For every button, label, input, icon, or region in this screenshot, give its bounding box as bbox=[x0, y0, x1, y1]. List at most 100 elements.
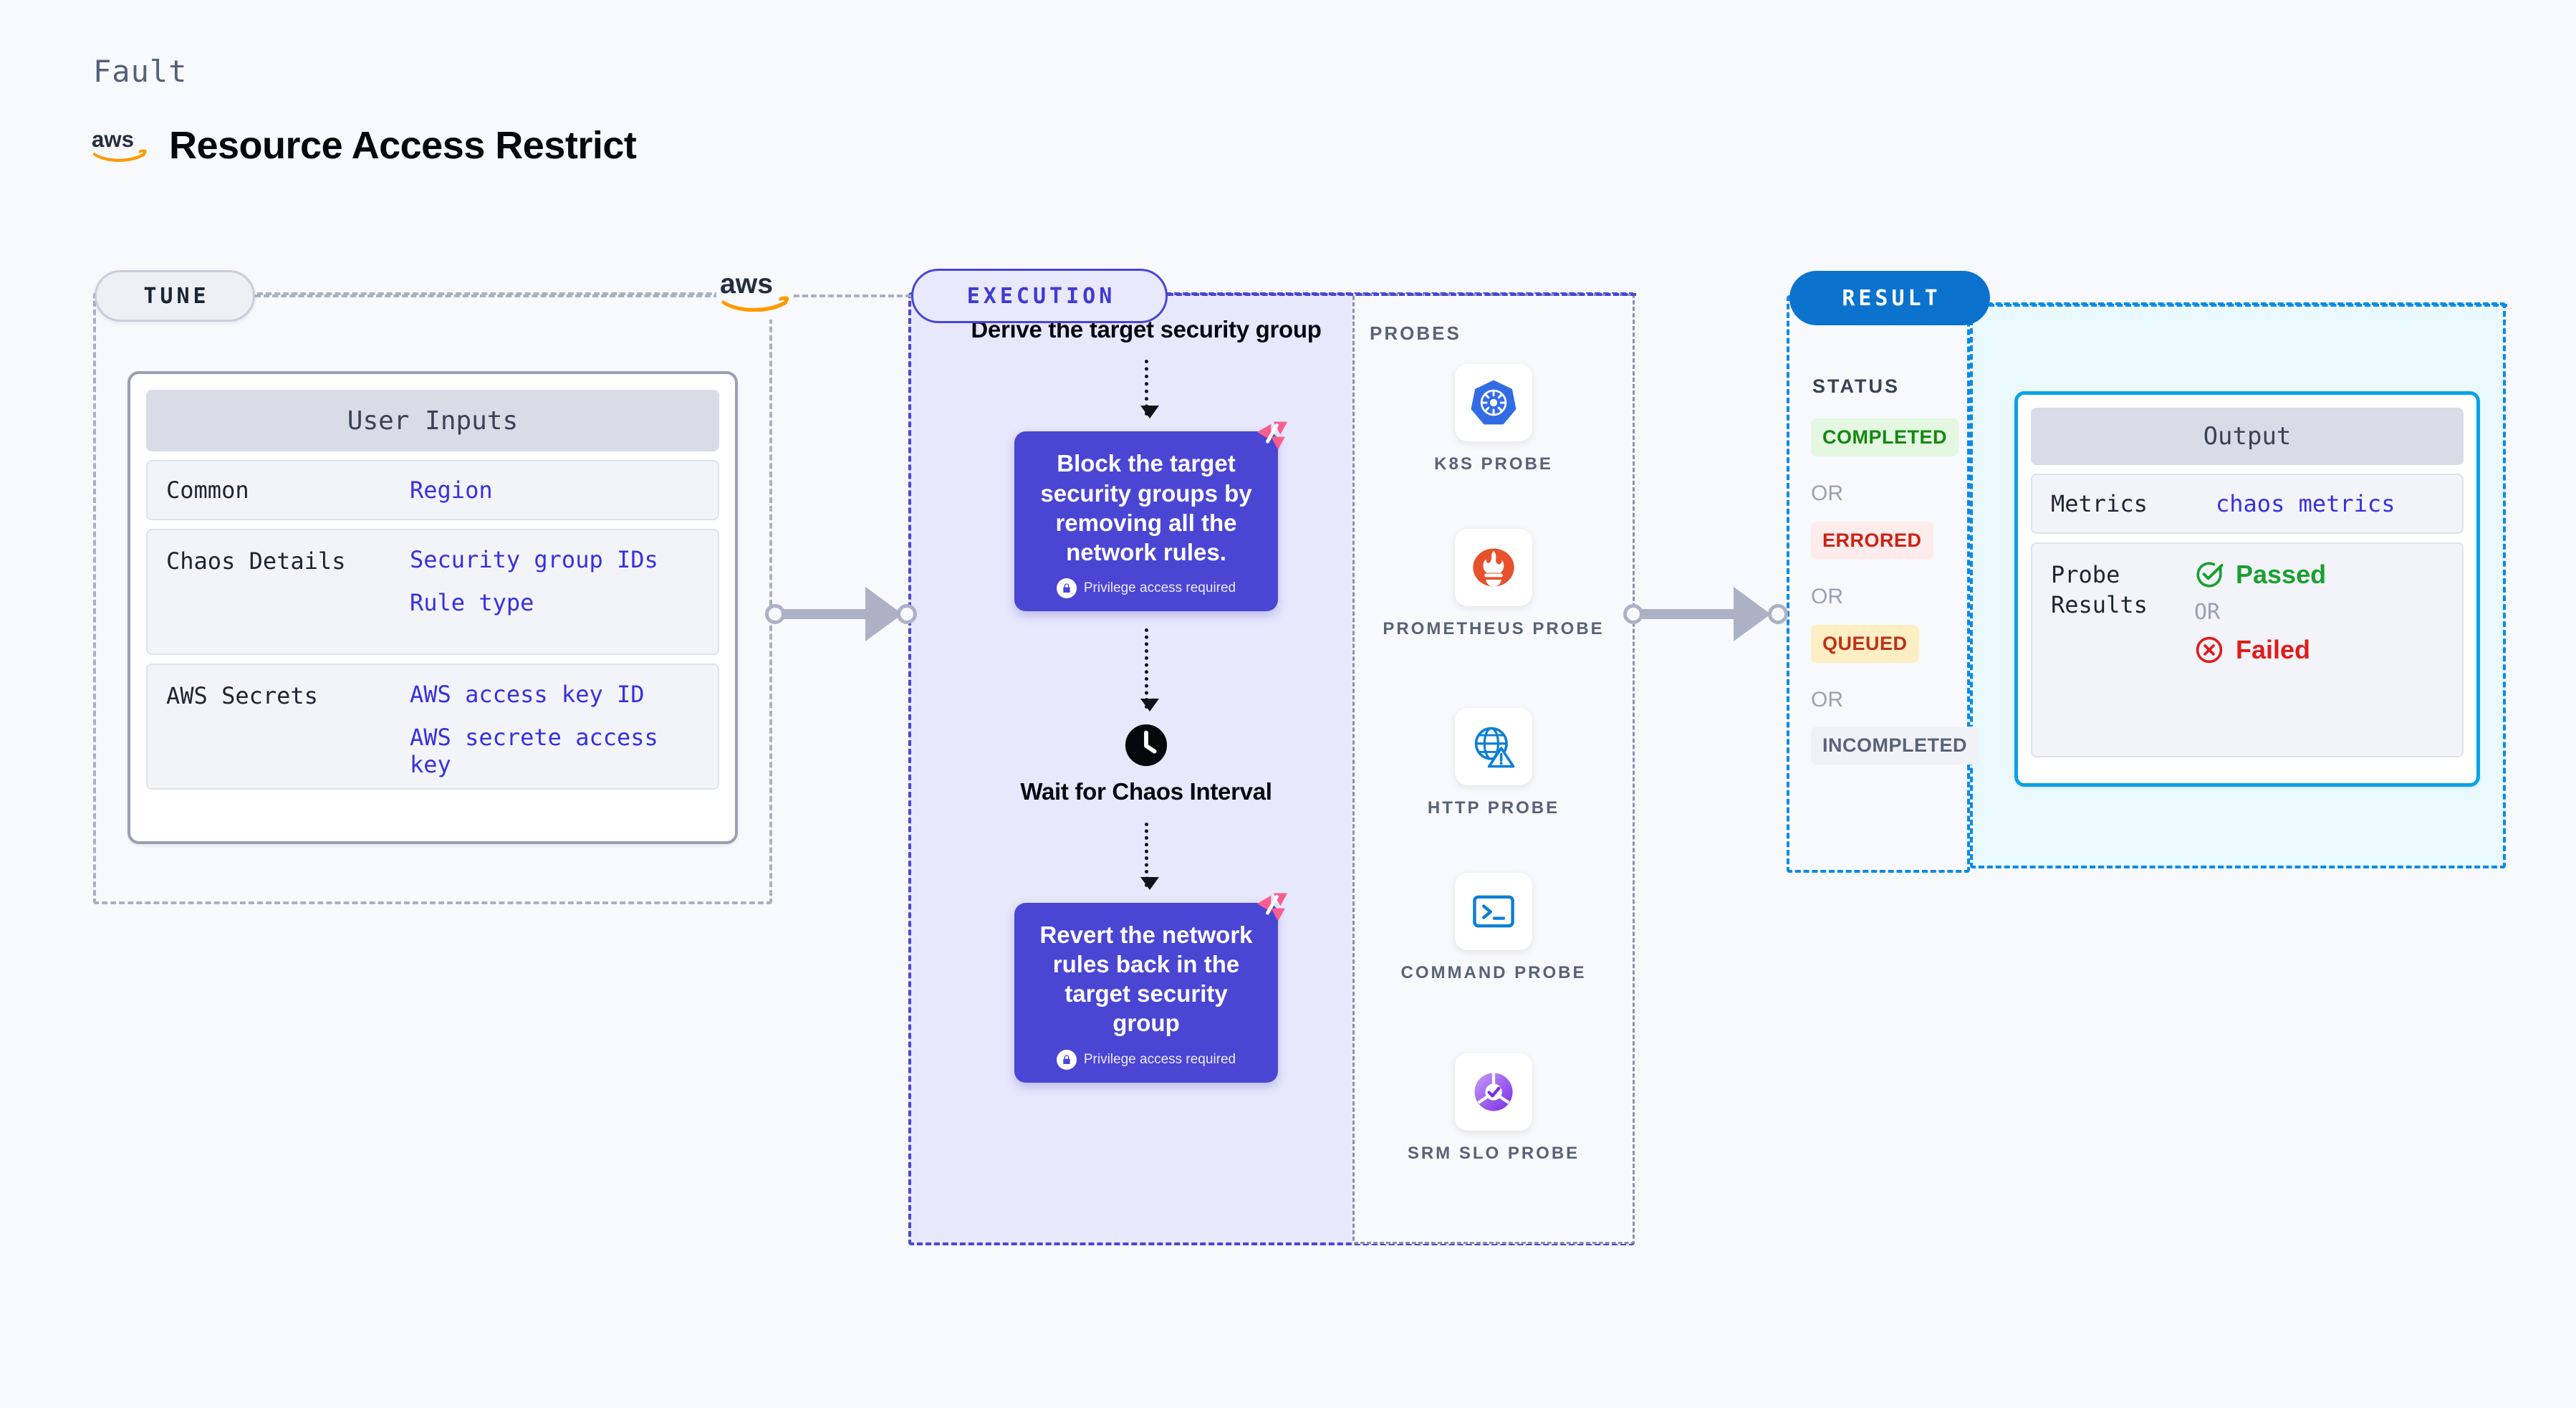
output-card: Output Metrics chaos metrics Probe Resul… bbox=[2014, 391, 2480, 787]
value-item[interactable]: Region bbox=[410, 476, 493, 504]
privilege-note: Privilege access required bbox=[1030, 578, 1262, 599]
probe-result-failed: Failed bbox=[2194, 635, 2326, 665]
status-separator: OR bbox=[1811, 688, 1843, 712]
table-row: Chaos Details Security group IDs Rule ty… bbox=[146, 529, 719, 655]
harness-logo-icon bbox=[1256, 893, 1288, 921]
probe-k8s[interactable]: K8S PROBE bbox=[1352, 364, 1635, 475]
probe-label: HTTP PROBE bbox=[1427, 798, 1560, 818]
terminal-icon bbox=[1473, 895, 1514, 928]
probe-tile bbox=[1455, 1053, 1532, 1131]
http-globe-icon bbox=[1474, 727, 1515, 768]
probe-label: SRM SLO PROBE bbox=[1407, 1144, 1580, 1163]
connector-arrowhead bbox=[1734, 587, 1771, 641]
value-item[interactable]: AWS access key ID bbox=[410, 681, 645, 708]
connector-end-dot bbox=[1768, 604, 1788, 624]
status-badge-errored: ERRORED bbox=[1811, 522, 1933, 560]
execution-pill[interactable]: EXECUTION bbox=[911, 269, 1168, 323]
connector-end-dot bbox=[897, 604, 917, 624]
tune-pill[interactable]: TUNE bbox=[95, 270, 255, 322]
lock-icon bbox=[1056, 1049, 1077, 1070]
result-pill[interactable]: RESULT bbox=[1789, 271, 1990, 325]
harness-logo-icon bbox=[1256, 421, 1288, 450]
probe-tile bbox=[1455, 364, 1532, 441]
row-values: Security group IDs Rule type bbox=[410, 546, 658, 616]
step-wait-interval: Wait for Chaos Interval bbox=[1020, 778, 1272, 805]
value-item[interactable]: Rule type bbox=[410, 589, 534, 616]
connector-execution-to-result bbox=[1623, 582, 1788, 646]
connector-line bbox=[775, 609, 871, 619]
table-row: Probe Results Passed OR Failed bbox=[2031, 542, 2464, 757]
flow-arrow bbox=[1140, 822, 1159, 890]
probe-tile bbox=[1455, 529, 1532, 606]
row-label: Probe Results bbox=[2051, 561, 2148, 619]
flow-arrow bbox=[1140, 360, 1159, 419]
probe-label: PROMETHEUS PROBE bbox=[1383, 619, 1605, 638]
privilege-note: Privilege access required bbox=[1030, 1049, 1262, 1070]
row-label: Chaos Details bbox=[166, 547, 346, 575]
kubernetes-icon bbox=[1471, 380, 1517, 425]
result-status-panel bbox=[1787, 295, 1970, 873]
check-circle-icon bbox=[2196, 562, 2224, 588]
connector-start-dot bbox=[765, 604, 785, 624]
privilege-note-text: Privilege access required bbox=[1083, 1051, 1236, 1067]
user-inputs-title: User Inputs bbox=[146, 390, 719, 451]
row-values: Region bbox=[410, 476, 493, 504]
table-row: Common Region bbox=[146, 460, 719, 520]
value-item[interactable]: Security group IDs bbox=[410, 546, 658, 573]
probe-prometheus[interactable]: PROMETHEUS PROBE bbox=[1352, 529, 1635, 640]
page-title: Resource Access Restrict bbox=[169, 124, 637, 167]
x-circle-icon bbox=[2196, 636, 2223, 664]
aws-logo-icon: aws bbox=[92, 125, 148, 166]
status-separator: OR bbox=[1811, 585, 1843, 608]
probe-label: K8S PROBE bbox=[1434, 454, 1553, 474]
row-label: Common bbox=[166, 476, 249, 504]
svg-text:aws: aws bbox=[92, 126, 134, 151]
probe-result-pass-label: Passed bbox=[2236, 560, 2327, 589]
execution-card-text: Revert the network rules back in the tar… bbox=[1039, 921, 1253, 1037]
probe-label: COMMAND PROBE bbox=[1400, 963, 1587, 982]
status-badge-queued: QUEUED bbox=[1811, 625, 1919, 663]
row-label: Metrics bbox=[2051, 490, 2148, 517]
svg-text:aws: aws bbox=[720, 269, 773, 300]
probe-srm-slo[interactable]: SRM SLO PROBE bbox=[1352, 1053, 1635, 1164]
connector-line bbox=[1633, 609, 1738, 619]
connector-arrowhead bbox=[865, 587, 903, 641]
probe-tile bbox=[1455, 708, 1532, 785]
srm-slo-icon bbox=[1474, 1073, 1513, 1111]
row-label: AWS Secrets bbox=[166, 682, 318, 709]
connector-start-dot bbox=[1623, 604, 1643, 624]
execution-card-block[interactable]: Block the target security groups by remo… bbox=[1014, 421, 1288, 612]
status-separator: OR bbox=[1811, 482, 1843, 505]
connector-tune-to-execution bbox=[765, 582, 917, 646]
status-title: STATUS bbox=[1812, 375, 1900, 397]
row-values: chaos metrics bbox=[2216, 490, 2395, 517]
value-item[interactable]: chaos metrics bbox=[2216, 490, 2395, 517]
probe-http[interactable]: HTTP PROBE bbox=[1352, 708, 1635, 819]
tune-header-dash bbox=[255, 294, 719, 297]
page-title-row: aws Resource Access Restrict bbox=[92, 123, 637, 168]
privilege-note-text: Privilege access required bbox=[1083, 580, 1236, 596]
tune-aws-logo-icon: aws bbox=[716, 259, 794, 320]
row-values: Passed OR Failed bbox=[2194, 560, 2326, 665]
prometheus-icon bbox=[1473, 548, 1514, 587]
probe-result-passed: Passed bbox=[2194, 560, 2326, 590]
probe-command[interactable]: COMMAND PROBE bbox=[1352, 873, 1635, 984]
lock-icon bbox=[1056, 578, 1077, 599]
execution-header-dash bbox=[1168, 293, 1636, 296]
execution-flow: Derive the target security group Block t… bbox=[924, 315, 1368, 1083]
probes-title: PROBES bbox=[1370, 322, 1461, 344]
output-title: Output bbox=[2031, 408, 2464, 465]
status-badge-incompleted: INCOMPLETED bbox=[1811, 727, 1979, 765]
clock-icon bbox=[1125, 724, 1168, 767]
fault-kicker: Fault bbox=[93, 54, 188, 89]
probe-result-separator: OR bbox=[2194, 600, 2221, 625]
flow-arrow bbox=[1140, 628, 1159, 712]
result-header-dash bbox=[1989, 304, 2507, 307]
probe-tile bbox=[1455, 873, 1532, 950]
execution-card-revert[interactable]: Revert the network rules back in the tar… bbox=[1014, 893, 1288, 1083]
execution-card-text: Block the target security groups by remo… bbox=[1040, 450, 1252, 565]
value-item[interactable]: AWS secrete access key bbox=[410, 724, 658, 778]
row-values: AWS access key ID AWS secrete access key bbox=[410, 681, 699, 778]
table-row: AWS Secrets AWS access key ID AWS secret… bbox=[146, 664, 719, 790]
